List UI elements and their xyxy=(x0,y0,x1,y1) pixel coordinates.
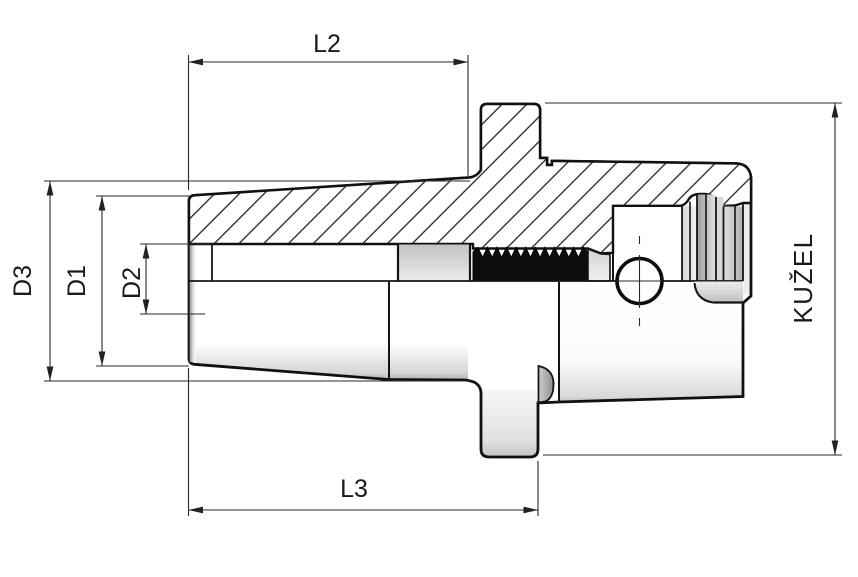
bore-pilot-block xyxy=(398,244,470,281)
dim-label-taper: KUŽEL xyxy=(788,232,818,323)
side-hole xyxy=(615,236,664,326)
right-face-band xyxy=(743,180,751,295)
groove-bands xyxy=(681,194,744,281)
thread-exit-chamfer xyxy=(587,247,611,282)
cylinder-lower-shading xyxy=(559,282,743,402)
dimension-l2: L2 xyxy=(187,30,469,190)
dim-label-d2: D2 xyxy=(118,267,146,299)
dimension-taper: KUŽEL xyxy=(543,102,842,456)
rear-step-surface xyxy=(694,281,743,303)
dim-label-l3: L3 xyxy=(340,475,368,503)
flange-lower-shading xyxy=(482,390,538,456)
dim-label-d3: D3 xyxy=(9,265,37,297)
neck-fillet xyxy=(537,364,555,404)
part-body xyxy=(187,102,753,459)
dimension-d2: D2 xyxy=(118,243,212,315)
section-hatch-region xyxy=(187,102,753,255)
taper-lower-shading xyxy=(190,282,468,380)
dimension-d1: D1 xyxy=(63,195,189,367)
internal-thread-section xyxy=(472,246,589,282)
rear-step-fillet xyxy=(693,282,714,304)
dimension-d3: D3 xyxy=(9,180,470,382)
dim-label-d1: D1 xyxy=(63,265,91,297)
dimension-l3: L3 xyxy=(187,368,539,516)
left-face-strip xyxy=(189,197,197,362)
dim-label-l2: L2 xyxy=(313,30,341,58)
